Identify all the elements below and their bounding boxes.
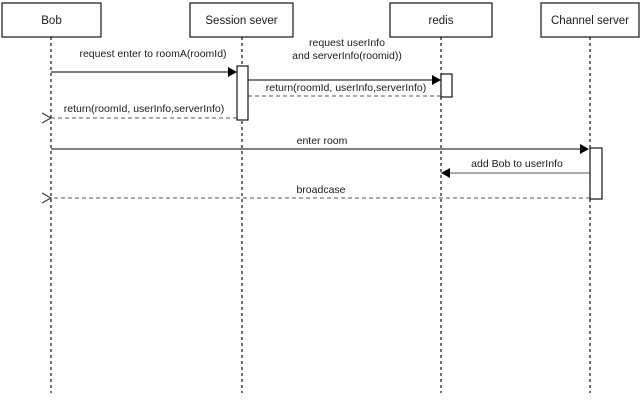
msg-request-userinfo-arrowhead-filled [432, 75, 441, 85]
msg-add-bob-to-userinfo-label: add Bob to userInfo [471, 158, 563, 170]
msg-return-bob-label: return(roomId, userInfo,serverInfo) [64, 103, 224, 115]
msg-enter-room[interactable] [51, 144, 589, 154]
participant-channel-server[interactable]: Channel server [540, 2, 640, 38]
msg-enter-room-label: enter room [297, 135, 348, 147]
msg-request-userinfo-label-line-2: and serverInfo(roomid)) [292, 50, 402, 62]
labels-layer: request enter to roomA(roomId) request us… [64, 37, 563, 196]
msg-request-userinfo-label-line-1: request userInfo [309, 37, 385, 49]
participant-label-redis: redis [429, 15, 454, 27]
participants-layer: Bob Session sever redis Channel server [1, 2, 640, 38]
participant-redis[interactable]: redis [389, 2, 493, 38]
msg-enter-room-arrowhead-filled [580, 144, 589, 154]
msg-broadcase[interactable] [41, 192, 590, 204]
msg-request-enter-room-label: request enter to roomA(roomId) [79, 48, 226, 60]
activation-redis [440, 73, 453, 98]
participant-label-session-sever: Session sever [205, 15, 277, 27]
msg-return-bob[interactable] [41, 112, 237, 124]
participant-box-redis[interactable] [389, 2, 493, 38]
msg-broadcase-label: broadcase [296, 184, 345, 196]
participant-box-bob[interactable] [1, 2, 102, 38]
lifelines-layer [50, 37, 591, 393]
activation-session-sever [236, 65, 249, 121]
activation-channel-server [589, 147, 603, 200]
activations-layer [236, 65, 603, 200]
participant-box-channel-server[interactable] [540, 2, 640, 38]
msg-request-enter-room-arrowhead-filled [228, 67, 237, 77]
msg-request-enter-room[interactable] [51, 67, 237, 77]
msg-return-bob-arrowhead-open [41, 112, 53, 124]
participant-label-channel-server: Channel server [551, 15, 629, 27]
msg-request-userinfo[interactable] [248, 75, 441, 85]
participant-session-sever[interactable]: Session sever [189, 2, 294, 38]
msg-add-bob-to-userinfo[interactable] [441, 168, 590, 178]
msg-return-redis-label: return(roomId, userInfo,serverInfo) [266, 82, 426, 94]
msg-add-bob-to-userinfo-arrowhead-filled [441, 168, 450, 178]
messages-layer [41, 67, 590, 204]
msg-broadcase-arrowhead-open [41, 192, 53, 204]
participant-label-bob: Bob [41, 15, 61, 27]
participant-box-session-sever[interactable] [189, 2, 294, 38]
participant-bob[interactable]: Bob [1, 2, 102, 38]
